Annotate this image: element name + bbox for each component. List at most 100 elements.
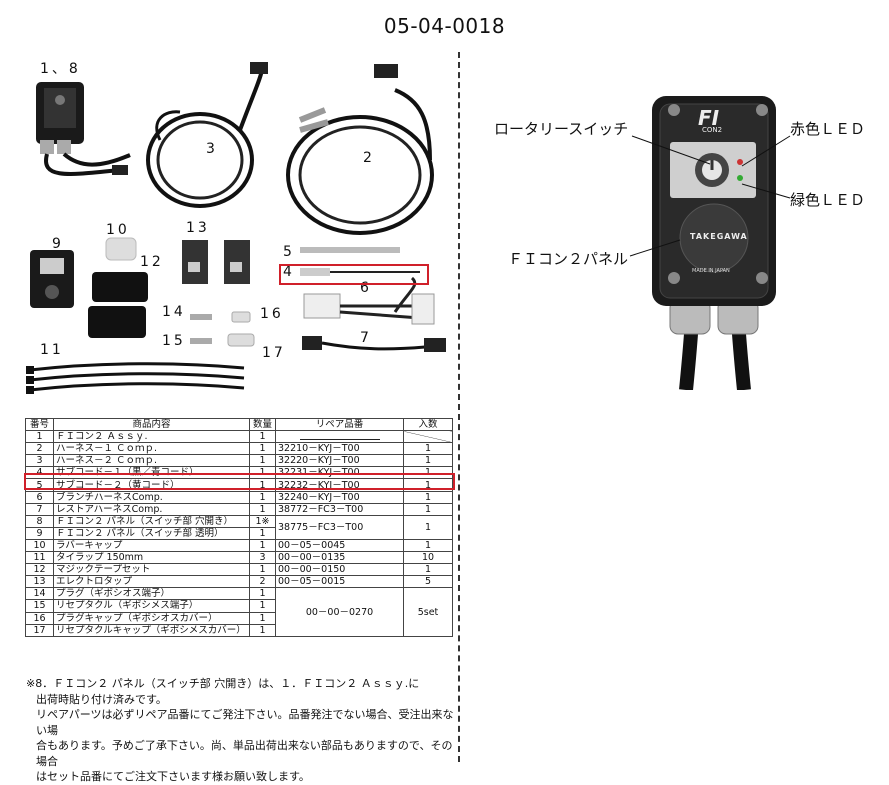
cell-qty: 1	[249, 611, 276, 625]
receptacle-terminal-image	[190, 338, 212, 344]
header-qty: 数量	[249, 417, 276, 432]
table-row: 17 リセプタクルキャップ（ギボシメスカバー） 1	[25, 623, 453, 637]
cell-no: 10	[25, 538, 54, 553]
harness-1-image	[286, 64, 434, 235]
table-row: 2 ハーネス－１ Ｃｏｍｐ. 1 32210－KYJ－T00 1	[25, 442, 453, 456]
table-row: 11 タイラップ 150mm 3 00－00－0135 10	[25, 551, 453, 565]
receptacle-cap-image	[227, 333, 255, 347]
cell-no: 15	[25, 599, 54, 613]
highlight-part-4-image	[279, 264, 429, 285]
header-pack: 入数	[403, 417, 453, 432]
device-made: MADE IN JAPAN	[692, 268, 730, 274]
cell-qty: 1	[249, 442, 276, 456]
label-part-12: 12	[140, 254, 164, 270]
note-line-2: 出荷時貼り付け済みです。	[36, 692, 167, 706]
table-row: 3 ハーネス－２ Ｃｏｍｐ. 1 32220－KYJ－T00 1	[25, 454, 453, 468]
cell-part: 32220－KYJ－T00	[275, 454, 404, 468]
cell-pack: 1	[403, 454, 453, 468]
plug-cap-image	[231, 311, 251, 323]
cell-pack: 1	[403, 502, 453, 516]
cell-qty: 1	[249, 563, 276, 577]
cell-qty: 2	[249, 575, 276, 589]
cell-no: 12	[25, 563, 54, 577]
cell-part: 38775－FC3－T00	[275, 514, 404, 540]
table-row: 13 エレクトロタップ 2 00－05－0015 5	[25, 575, 453, 589]
table-row: 15 リセプタクル（ギボシメス端子） 1	[25, 599, 453, 613]
table-row: 16 プラグキャップ（ギボシオスカバー） 1	[25, 611, 453, 625]
cell-name: プラグキャップ（ギボシオスカバー）	[53, 611, 250, 625]
cell-part-line	[275, 430, 404, 444]
rubber-cap-image	[105, 237, 137, 261]
device-logo-sub: CON2	[702, 126, 723, 134]
velcro-image-b	[88, 306, 146, 338]
cell-part: 00－00－0150	[275, 563, 404, 577]
cell-part: 32240－KYJ－T00	[275, 490, 404, 504]
cell-qty: 1	[249, 526, 276, 540]
cell-no: 17	[25, 623, 54, 637]
note-line-3: リペアパーツは必ずリペア品番にてご発注下さい。品番発注でない場合、受注出来ない場	[36, 708, 454, 737]
cell-name: レストアハーネスComp.	[53, 502, 250, 516]
table-row: 8 ＦＩコン２ パネル（スイッチ部 穴開き） 1※ 38775－FC3－T00 …	[25, 514, 453, 540]
plug-terminal-image	[190, 314, 212, 320]
table-row: 12 マジックテープセット 1 00－00－0150 1	[25, 563, 453, 577]
header-name: 商品内容	[53, 417, 250, 432]
table-row: 1 ＦＩコン２ Ａｓｓｙ. 1	[25, 430, 453, 444]
table-row-highlighted: 4 サブコード－１（黒／青コード） 1 32231－KYJ－T00 1	[25, 466, 453, 480]
callout-lines	[629, 135, 791, 257]
label-part-17: 17	[262, 345, 286, 361]
cell-pack: 1	[403, 490, 453, 504]
cell-part: 00－00－0135	[275, 551, 404, 565]
cell-no: 13	[25, 575, 54, 589]
restore-harness-image	[302, 336, 446, 352]
cell-no: 6	[25, 490, 54, 504]
cell-qty: 1	[249, 454, 276, 468]
header-part: リペア品番	[275, 417, 404, 432]
branch-harness-image	[303, 276, 435, 325]
cell-name: エレクトロタップ	[53, 575, 250, 589]
label-part-14: 14	[162, 304, 186, 320]
cell-qty: 1	[249, 599, 276, 613]
note-line-1: ※8．ＦＩコン２ パネル（スイッチ部 穴開き）は、１．ＦＩコン２ Ａｓｓｙ.に	[26, 677, 420, 690]
label-part-7: 7	[360, 330, 372, 346]
label-part-10: 10	[106, 222, 130, 238]
label-part-5: 5	[283, 244, 295, 260]
callout-panel: ＦＩコン２パネル	[508, 250, 629, 268]
cell-pack: 1	[403, 514, 453, 540]
tie-wrap-image	[26, 362, 245, 394]
device-logo: FI	[698, 106, 720, 130]
table-row: 10 ラバーキャップ 1 00－05－0045 1	[25, 538, 453, 553]
label-part-2: 2	[363, 150, 375, 166]
cell-name: ＦＩコン２ パネル（スイッチ部 透明）	[53, 526, 250, 540]
cell-qty: 1	[249, 502, 276, 516]
cell-name: マジックテープセット	[53, 563, 250, 577]
cell-pack: 1	[403, 563, 453, 577]
dashed-divider	[458, 52, 460, 762]
device-brand: TAKEGAWA	[690, 232, 748, 241]
cell-part: 00－00－0270	[275, 587, 404, 637]
cell-qty: 1	[249, 430, 276, 444]
label-part-3: 3	[206, 141, 218, 157]
cell-name: ＦＩコン２ パネル（スイッチ部 穴開き）	[53, 514, 250, 528]
cell-name: プラグ（ギボシオス端子）	[53, 587, 250, 601]
cell-name: ブランチハーネスComp.	[53, 490, 250, 504]
cell-part: 38772－FC3－T00	[275, 502, 404, 516]
cell-no: 14	[25, 587, 54, 601]
cell-qty: 3	[249, 551, 276, 565]
note-line-4: 合もあります。予めご了承下さい。尚、単品出荷出来ない部品もありますので、その場合	[36, 739, 453, 768]
cell-part: 00－05－0015	[275, 575, 404, 589]
cell-name: ハーネス－１ Ｃｏｍｐ.	[53, 442, 250, 456]
cell-no: 8	[25, 514, 54, 528]
cell-part: 32210－KYJ－T00	[275, 442, 404, 456]
cell-qty: 1※	[249, 514, 276, 528]
cell-name: ラバーキャップ	[53, 538, 250, 553]
parts-table: 番号 商品内容 数量 リペア品番 入数 1 ＦＩコン２ Ａｓｓｙ. 1 2 ハー…	[25, 417, 453, 637]
label-part-6: 6	[360, 280, 372, 296]
document-code: 05-04-0018	[383, 14, 506, 38]
table-header-row: 番号 商品内容 数量 リペア品番 入数	[25, 417, 453, 432]
electro-tap-image	[182, 240, 250, 284]
cell-name: ハーネス－２ Ｃｏｍｐ.	[53, 454, 250, 468]
cell-no: 9	[25, 526, 54, 540]
cell-no: 7	[25, 502, 54, 516]
cell-pack: 10	[403, 551, 453, 565]
note-line-5: はセット品番にてご注文下さいます様お願い致します。	[36, 770, 310, 783]
